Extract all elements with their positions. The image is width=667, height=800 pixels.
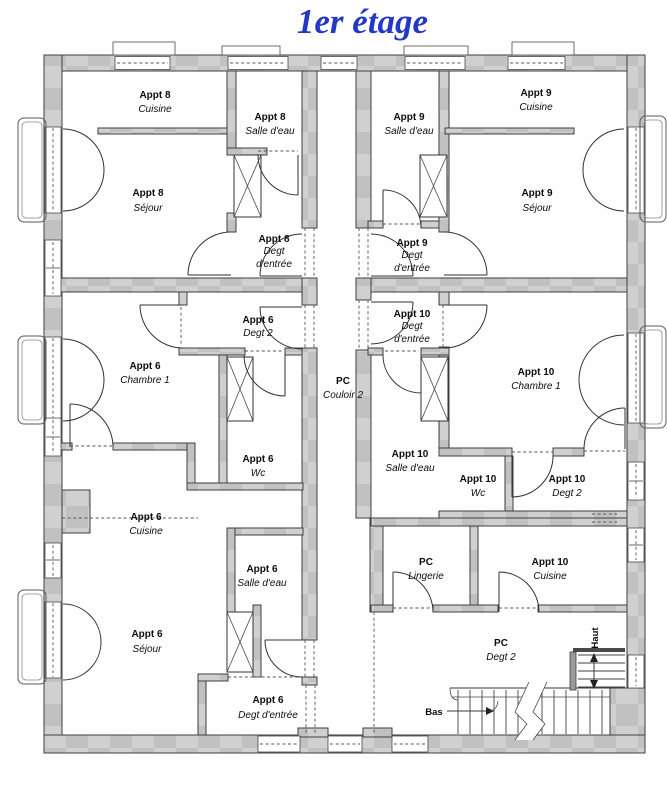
label-appt8-cuisine-apt: Appt 8 [139,90,171,101]
label-pc-couloir-apt: PC [336,376,350,387]
label-appt9-salle-eau-room: Salle d'eau [384,126,434,137]
label-appt10-degt-room2: d'entrée [394,334,430,345]
duct-shafts [226,154,449,673]
label-appt6-degt2-apt: Appt 6 [242,315,274,326]
label-appt8-sejour-room: Séjour [134,203,164,214]
label-appt6-wc-apt: Appt 6 [242,454,274,465]
label-appt10-wc-room: Wc [471,488,485,499]
label-appt10-degt-apt: Appt 10 [394,309,431,320]
label-appt10-wc-apt: Appt 10 [460,474,497,485]
label-appt10-degt-room1: Degt [401,321,423,332]
dashed-guides [62,150,625,733]
label-appt6-cuisine-apt: Appt 6 [130,512,162,523]
label-appt6-degt2-room: Degt 2 [243,328,273,339]
doors [62,128,626,681]
label-appt8-sejour-apt: Appt 8 [132,188,164,199]
label-appt6-wc-room: Wc [251,468,265,479]
label-appt6-degt-entree-apt: Appt 6 [252,695,284,706]
label-appt6-chambre-room: Chambre 1 [120,375,169,386]
label-appt10-chambre-apt: Appt 10 [518,367,555,378]
label-appt6-degt-entree-room: Degt d'entrée [238,710,298,721]
windows [44,56,645,753]
label-appt8-salle-eau-room: Salle d'eau [245,126,295,137]
label-pc-degt2-room: Degt 2 [486,652,516,663]
label-appt10-salle-eau-apt: Appt 10 [392,449,429,460]
label-appt6-salle-eau-room: Salle d'eau [237,578,287,589]
label-pc-lingerie-room: Lingerie [408,571,444,582]
label-appt9-degt-room2: d'entrée [394,263,430,274]
label-appt10-chambre-room: Chambre 1 [511,381,560,392]
label-appt9-sejour-room: Séjour [523,203,553,214]
label-appt6-cuisine-room: Cuisine [129,526,163,537]
label-appt6-sejour-room: Séjour [133,644,163,655]
label-appt10-cuisine-apt: Appt 10 [532,557,569,568]
balconies [17,115,667,685]
label-appt10-degt2-room: Degt 2 [552,488,582,499]
label-appt9-cuisine-apt: Appt 9 [520,88,552,99]
page-title: 1er étage [296,2,429,41]
label-appt6-sejour-apt: Appt 6 [131,629,163,640]
label-appt9-sejour-apt: Appt 9 [521,188,553,199]
label-appt9-degt-apt: Appt 9 [396,238,428,249]
label-appt9-salle-eau-apt: Appt 9 [393,112,425,123]
label-pc-degt2-apt: PC [494,638,508,649]
label-appt9-degt-room1: Degt [401,250,423,261]
label-appt9-cuisine-room: Cuisine [519,102,553,113]
staircase [447,648,625,741]
label-appt6-chambre-apt: Appt 6 [129,361,161,372]
label-stairs-bas: Bas [425,707,442,718]
label-appt10-salle-eau-room: Salle d'eau [385,463,435,474]
label-appt8-degt-apt: Appt 8 [258,234,290,245]
label-appt8-degt-room2: d'entrée [256,259,292,270]
label-appt8-salle-eau-apt: Appt 8 [254,112,286,123]
label-stairs-haut: Haut [590,627,601,649]
label-appt8-degt-room1: Degt [263,246,285,257]
label-pc-lingerie-apt: PC [419,557,433,568]
label-pc-couloir-room: Couloir 2 [323,390,363,401]
label-appt8-cuisine-room: Cuisine [138,104,172,115]
walls [43,41,646,754]
label-appt10-cuisine-room: Cuisine [533,571,567,582]
label-appt6-salle-eau-apt: Appt 6 [246,564,278,575]
label-appt10-degt2-apt: Appt 10 [549,474,586,485]
room-labels: Appt 8 Cuisine Appt 8 Salle d'eau Appt 8… [120,88,601,721]
